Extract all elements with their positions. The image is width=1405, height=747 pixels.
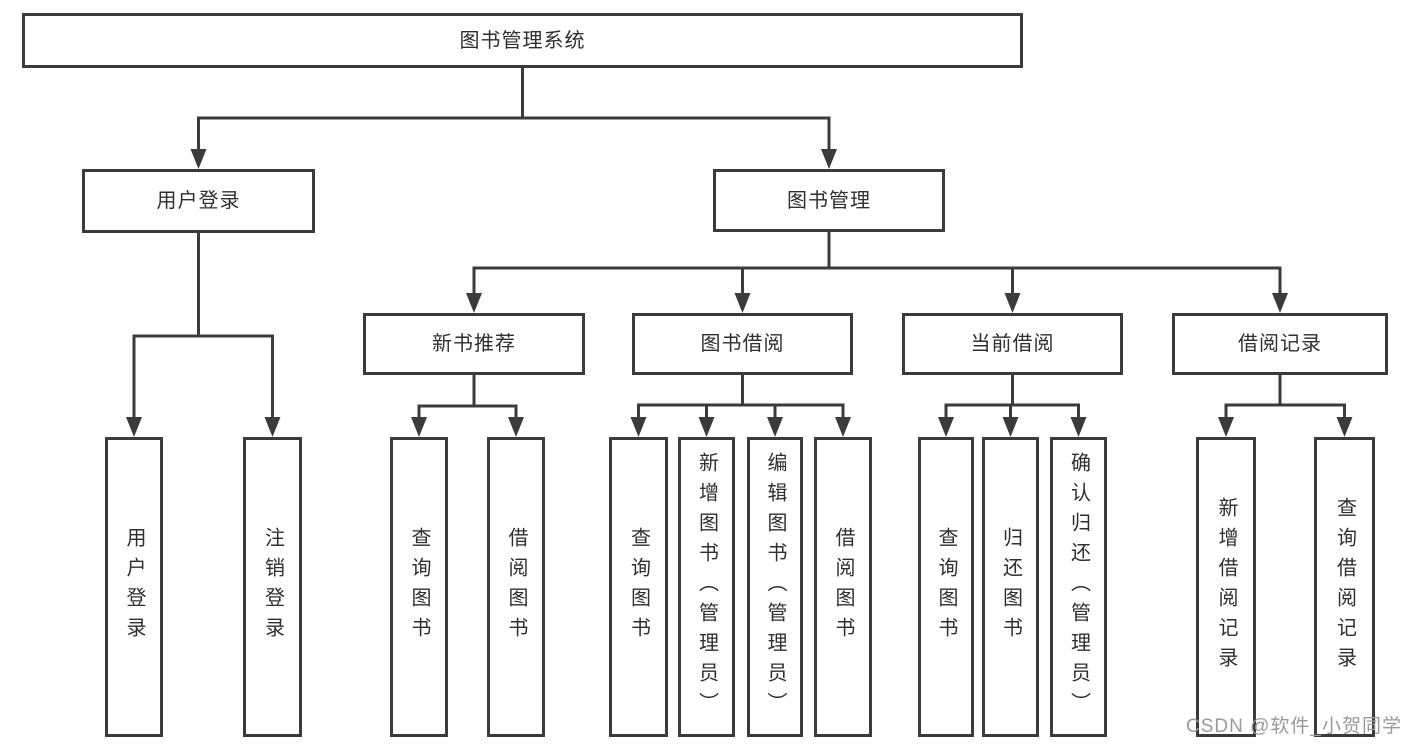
node-label: 图书管理 [787, 189, 871, 212]
node-label: 借阅记录 [1238, 333, 1322, 355]
node-leaf-br-add: 新增借阅记录 [1196, 437, 1256, 737]
node-label: 查询借阅记录 [1333, 497, 1356, 677]
node-label: 编辑图书（管理员） [764, 452, 786, 722]
node-book-borrow: 图书借阅 [632, 313, 853, 375]
node-user-login: 用户登录 [82, 169, 315, 233]
csdn-watermark: CSDN @软件_小贺同学 [1186, 716, 1402, 737]
node-label: 归还图书 [999, 527, 1022, 647]
node-label: 确认归还（管理员） [1067, 452, 1090, 722]
node-borrow-record: 借阅记录 [1172, 313, 1388, 375]
node-current-borrow: 当前借阅 [902, 313, 1123, 375]
node-leaf-bb-edit: 编辑图书（管理员） [747, 437, 803, 737]
node-leaf-logout: 注销登录 [243, 437, 302, 737]
node-label: 新增借阅记录 [1215, 497, 1237, 677]
node-label: 查询图书 [627, 527, 650, 647]
node-label: 注销登录 [261, 527, 284, 647]
node-leaf-br-query: 查询借阅记录 [1314, 437, 1375, 737]
node-new-book-rec: 新书推荐 [363, 313, 585, 375]
node-leaf-bb-add: 新增图书（管理员） [678, 437, 735, 737]
node-label: 图书借阅 [700, 333, 785, 355]
node-label: 新增图书（管理员） [695, 452, 718, 722]
node-leaf-cb-confirm: 确认归还（管理员） [1050, 437, 1107, 737]
node-label: 借阅图书 [832, 527, 854, 647]
node-label: 新书推荐 [432, 333, 516, 355]
node-leaf-rec-borrow: 借阅图书 [487, 437, 545, 737]
node-label: 当前借阅 [970, 333, 1055, 355]
node-leaf-user-login: 用户登录 [105, 437, 163, 737]
node-label: 用户登录 [156, 190, 241, 212]
node-leaf-bb-borrow: 借阅图书 [814, 437, 872, 737]
node-book-mgmt: 图书管理 [713, 169, 945, 232]
node-leaf-bb-query: 查询图书 [609, 437, 668, 737]
node-label: 图书管理系统 [459, 29, 586, 52]
node-label: 借阅图书 [505, 527, 527, 647]
node-label: 查询图书 [935, 527, 957, 647]
node-leaf-rec-query: 查询图书 [390, 437, 448, 737]
node-leaf-cb-query: 查询图书 [918, 437, 974, 737]
node-leaf-cb-return: 归还图书 [982, 437, 1039, 737]
node-label: 查询图书 [408, 527, 430, 647]
node-root: 图书管理系统 [22, 13, 1023, 68]
node-label: 用户登录 [123, 527, 145, 647]
